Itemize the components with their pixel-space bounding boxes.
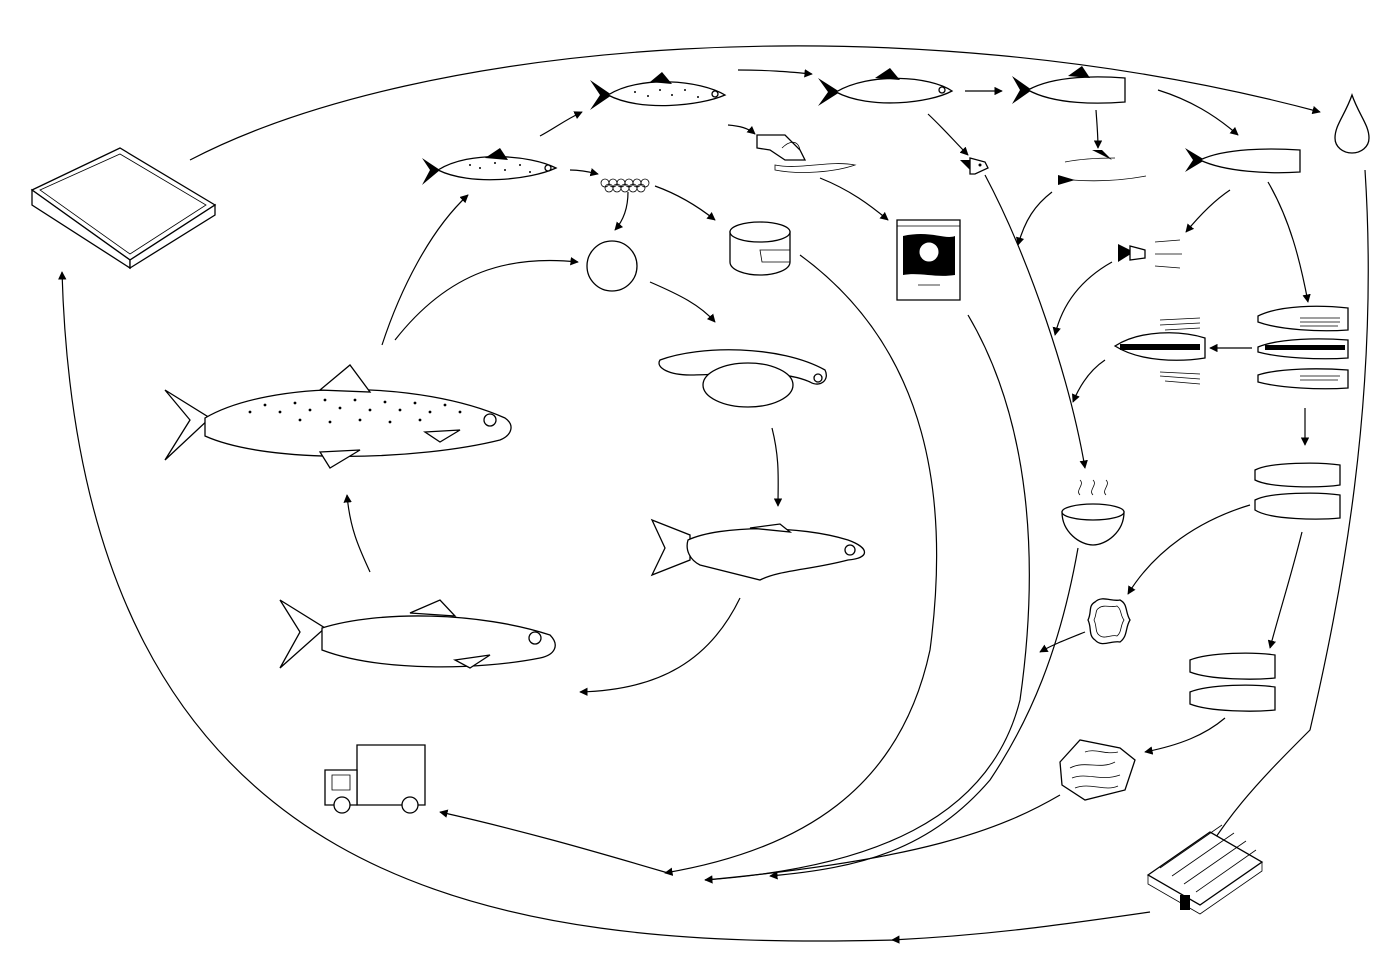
blood-drop-icon bbox=[1334, 93, 1370, 154]
adult-salmon-icon bbox=[164, 364, 512, 469]
tail-body-icon bbox=[1185, 148, 1301, 174]
arrow-portions-to-minced bbox=[1144, 717, 1226, 755]
arrow-can-to-market bbox=[664, 254, 938, 876]
arrow-market-to-truck bbox=[439, 809, 669, 874]
arrow-minced-to-market bbox=[704, 794, 1061, 881]
arrow-harvested-to-spotted bbox=[539, 111, 583, 137]
arrow-spotted-to-bled bbox=[737, 69, 813, 78]
arrow-loop-to-pellet bbox=[58, 271, 896, 942]
arrow-soup-to-market bbox=[769, 547, 1079, 880]
bled-salmon-icon bbox=[818, 68, 954, 106]
fillets-icon bbox=[1257, 305, 1349, 390]
trimmed-fillets-icon bbox=[1254, 462, 1341, 520]
portions-icon bbox=[1189, 652, 1276, 712]
viscera-icon bbox=[756, 134, 857, 173]
arrow-headless-to-tailbody bbox=[1157, 89, 1239, 136]
solar-panel-icon bbox=[1146, 824, 1264, 915]
spotted-salmon-icon bbox=[590, 72, 727, 110]
arrow-roe-to-egg bbox=[614, 191, 629, 231]
arrow-smolt-to-adult bbox=[343, 494, 371, 573]
egg-icon bbox=[586, 240, 638, 292]
arrow-spotted-to-viscera bbox=[727, 124, 756, 135]
minced-meat-icon bbox=[1059, 739, 1136, 801]
arrow-viscera-to-petfood bbox=[819, 177, 889, 221]
arrow-adult-to-egg bbox=[394, 257, 579, 341]
smolt-icon bbox=[279, 599, 556, 669]
leather-hide-icon bbox=[1087, 598, 1131, 645]
tail-piece-icon bbox=[1118, 239, 1182, 269]
arrow-tailbody-to-fillets bbox=[1267, 181, 1311, 303]
arrow-roe-to-can bbox=[654, 185, 716, 221]
arrow-tailbody-to-tailpiece bbox=[1185, 189, 1231, 233]
arrow-egg-to-alevin bbox=[649, 281, 716, 323]
arrow-head-to-soup bbox=[984, 174, 1088, 469]
arrow-headless-to-split bbox=[1093, 109, 1103, 149]
arrow-blood-to-solar bbox=[1184, 169, 1369, 891]
arrow-fry-to-smolt bbox=[579, 597, 741, 697]
soup-bowl-icon bbox=[1061, 479, 1125, 546]
can-icon bbox=[729, 221, 791, 276]
arrow-frame-to-stream bbox=[1071, 359, 1106, 403]
headless-salmon-icon bbox=[1012, 66, 1126, 104]
arrow-pellet-to-blood bbox=[189, 45, 1321, 161]
small-salmon-icon bbox=[422, 148, 558, 185]
truck-icon bbox=[324, 744, 426, 814]
arrow-leather-to-stream bbox=[1039, 631, 1086, 653]
alevin-larva-icon bbox=[658, 349, 827, 408]
roe-icon bbox=[600, 178, 650, 193]
fry-icon bbox=[650, 518, 866, 581]
arrow-harvested-to-roe bbox=[569, 168, 599, 177]
pet-food-bag-icon bbox=[896, 219, 961, 301]
arrow-petfood-to-market bbox=[704, 314, 1030, 884]
arrow-solar-to-loop bbox=[891, 911, 1151, 944]
flow-arrows bbox=[58, 45, 1369, 944]
bone-frame-icon bbox=[1113, 317, 1206, 385]
arrow-adult-to-harvested bbox=[381, 194, 469, 346]
arrow-tailpiece-to-stream bbox=[1052, 261, 1113, 336]
arrow-trimmed-to-leather bbox=[1127, 504, 1251, 595]
skeleton-icon bbox=[1058, 150, 1147, 185]
arrow-bled-to-head bbox=[927, 113, 969, 156]
arrow-split-to-stream bbox=[1015, 191, 1053, 246]
fish-head-icon bbox=[960, 157, 989, 175]
arrow-trimmed-to-portions bbox=[1267, 531, 1303, 649]
arrow-alevin-to-fry bbox=[771, 427, 783, 507]
feed-pellet-icon bbox=[30, 147, 217, 270]
